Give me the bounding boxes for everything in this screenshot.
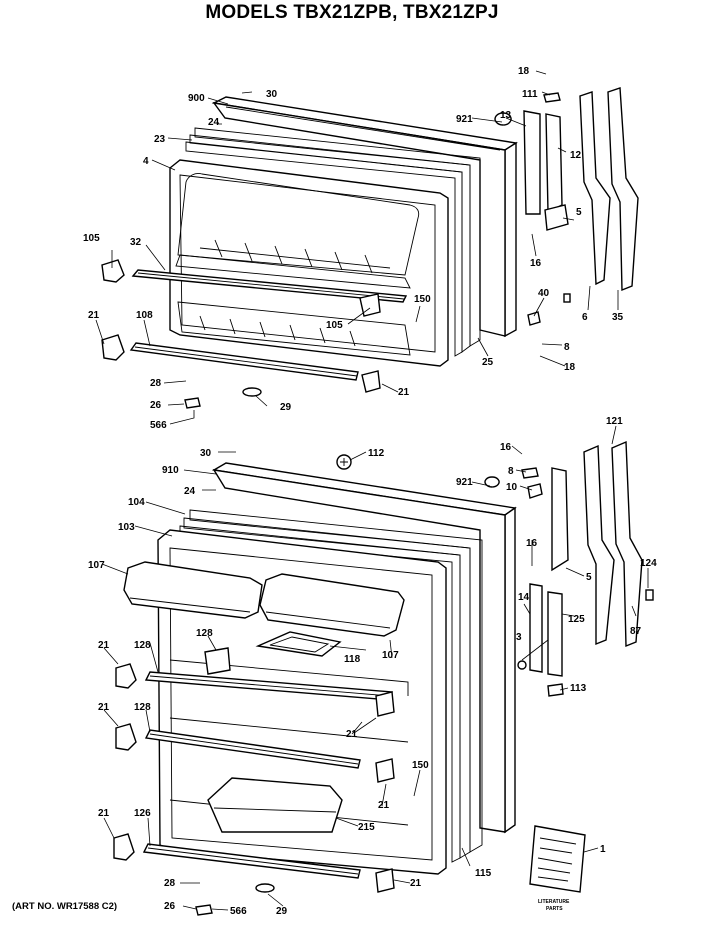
part-label: 21 [410, 878, 422, 889]
part-label: 910 [162, 465, 179, 476]
part-label: 29 [276, 906, 288, 917]
part-label: 566 [230, 906, 247, 917]
fresh-food-part-labels: 121 16 30 112 910 8 24 921 10 104 103 16… [88, 416, 657, 917]
part-label: 21 [88, 310, 100, 321]
part-label: 5 [576, 207, 582, 218]
part-label: 126 [134, 808, 151, 819]
part-label: 113 [570, 683, 587, 694]
part-label: 8 [564, 342, 570, 353]
part-label: 4 [143, 156, 149, 167]
part-label: 104 [128, 497, 145, 508]
part-label: 10 [506, 482, 518, 493]
diagram-title: MODELS TBX21ZPB, TBX21ZPJ [205, 2, 499, 23]
part-label: 150 [414, 294, 431, 305]
part-label: 21 [346, 729, 358, 740]
part-label: 150 [412, 760, 429, 771]
part-label: 921 [456, 114, 473, 125]
part-label: 105 [83, 233, 100, 244]
part-label: 112 [368, 448, 385, 459]
part-label: 30 [266, 89, 278, 100]
part-label: 18 [518, 66, 530, 77]
part-label: 21 [398, 387, 410, 398]
part-label: 40 [538, 288, 550, 299]
part-label: 18 [564, 362, 576, 373]
part-label: 128 [196, 628, 213, 639]
part-label: 108 [136, 310, 153, 321]
leader-lines [95, 70, 649, 911]
part-label: 215 [358, 822, 375, 833]
freezer-part-labels: 18 111 30 900 24 23 921 13 12 4 5 105 32… [83, 66, 624, 431]
part-label: 124 [640, 558, 657, 569]
part-label: 21 [98, 808, 110, 819]
part-label: 3 [516, 632, 522, 643]
part-label: 29 [280, 402, 292, 413]
part-label: 8 [508, 466, 514, 477]
part-label: 32 [130, 237, 142, 248]
part-label: 28 [150, 378, 162, 389]
part-label: 26 [150, 400, 162, 411]
fresh-food-door-assembly [113, 440, 654, 916]
part-label: 105 [326, 320, 343, 331]
part-label: 921 [456, 477, 473, 488]
part-label: 128 [134, 702, 151, 713]
part-label: 6 [582, 312, 588, 323]
part-label: 13 [500, 110, 512, 121]
part-label: 103 [118, 522, 135, 533]
part-label: 128 [134, 640, 151, 651]
part-label: 16 [526, 538, 538, 549]
part-label: 87 [630, 626, 642, 637]
part-label: 25 [482, 357, 494, 368]
part-label: 23 [154, 134, 166, 145]
literature-caption-line2: PARTS [546, 906, 563, 912]
part-label: 14 [518, 592, 530, 603]
part-label: 24 [184, 486, 196, 497]
part-label: 21 [378, 800, 390, 811]
part-label: 24 [208, 117, 220, 128]
freezer-door-assembly [101, 87, 639, 409]
part-label: 118 [344, 654, 361, 665]
part-label: 111 [522, 89, 538, 100]
art-number: (ART NO. WR17588 C2) [12, 901, 118, 912]
part-label: 1 [600, 844, 606, 855]
part-label: 16 [530, 258, 542, 269]
part-label: 28 [164, 878, 176, 889]
part-label: 121 [606, 416, 623, 427]
literature-caption-line1: LITERATURE [538, 899, 570, 905]
part-label: 566 [150, 420, 167, 431]
part-label: 107 [382, 650, 399, 661]
part-label: 26 [164, 901, 176, 912]
part-label: 16 [500, 442, 512, 453]
part-label: 900 [188, 93, 205, 104]
part-label: 107 [88, 560, 105, 571]
part-label: 115 [475, 868, 492, 879]
part-label: 30 [200, 448, 212, 459]
part-label: 12 [570, 150, 582, 161]
part-label: 21 [98, 702, 110, 713]
part-label: 21 [98, 640, 110, 651]
part-label: 5 [586, 572, 592, 583]
part-label: 125 [568, 614, 585, 625]
part-label: 35 [612, 312, 624, 323]
